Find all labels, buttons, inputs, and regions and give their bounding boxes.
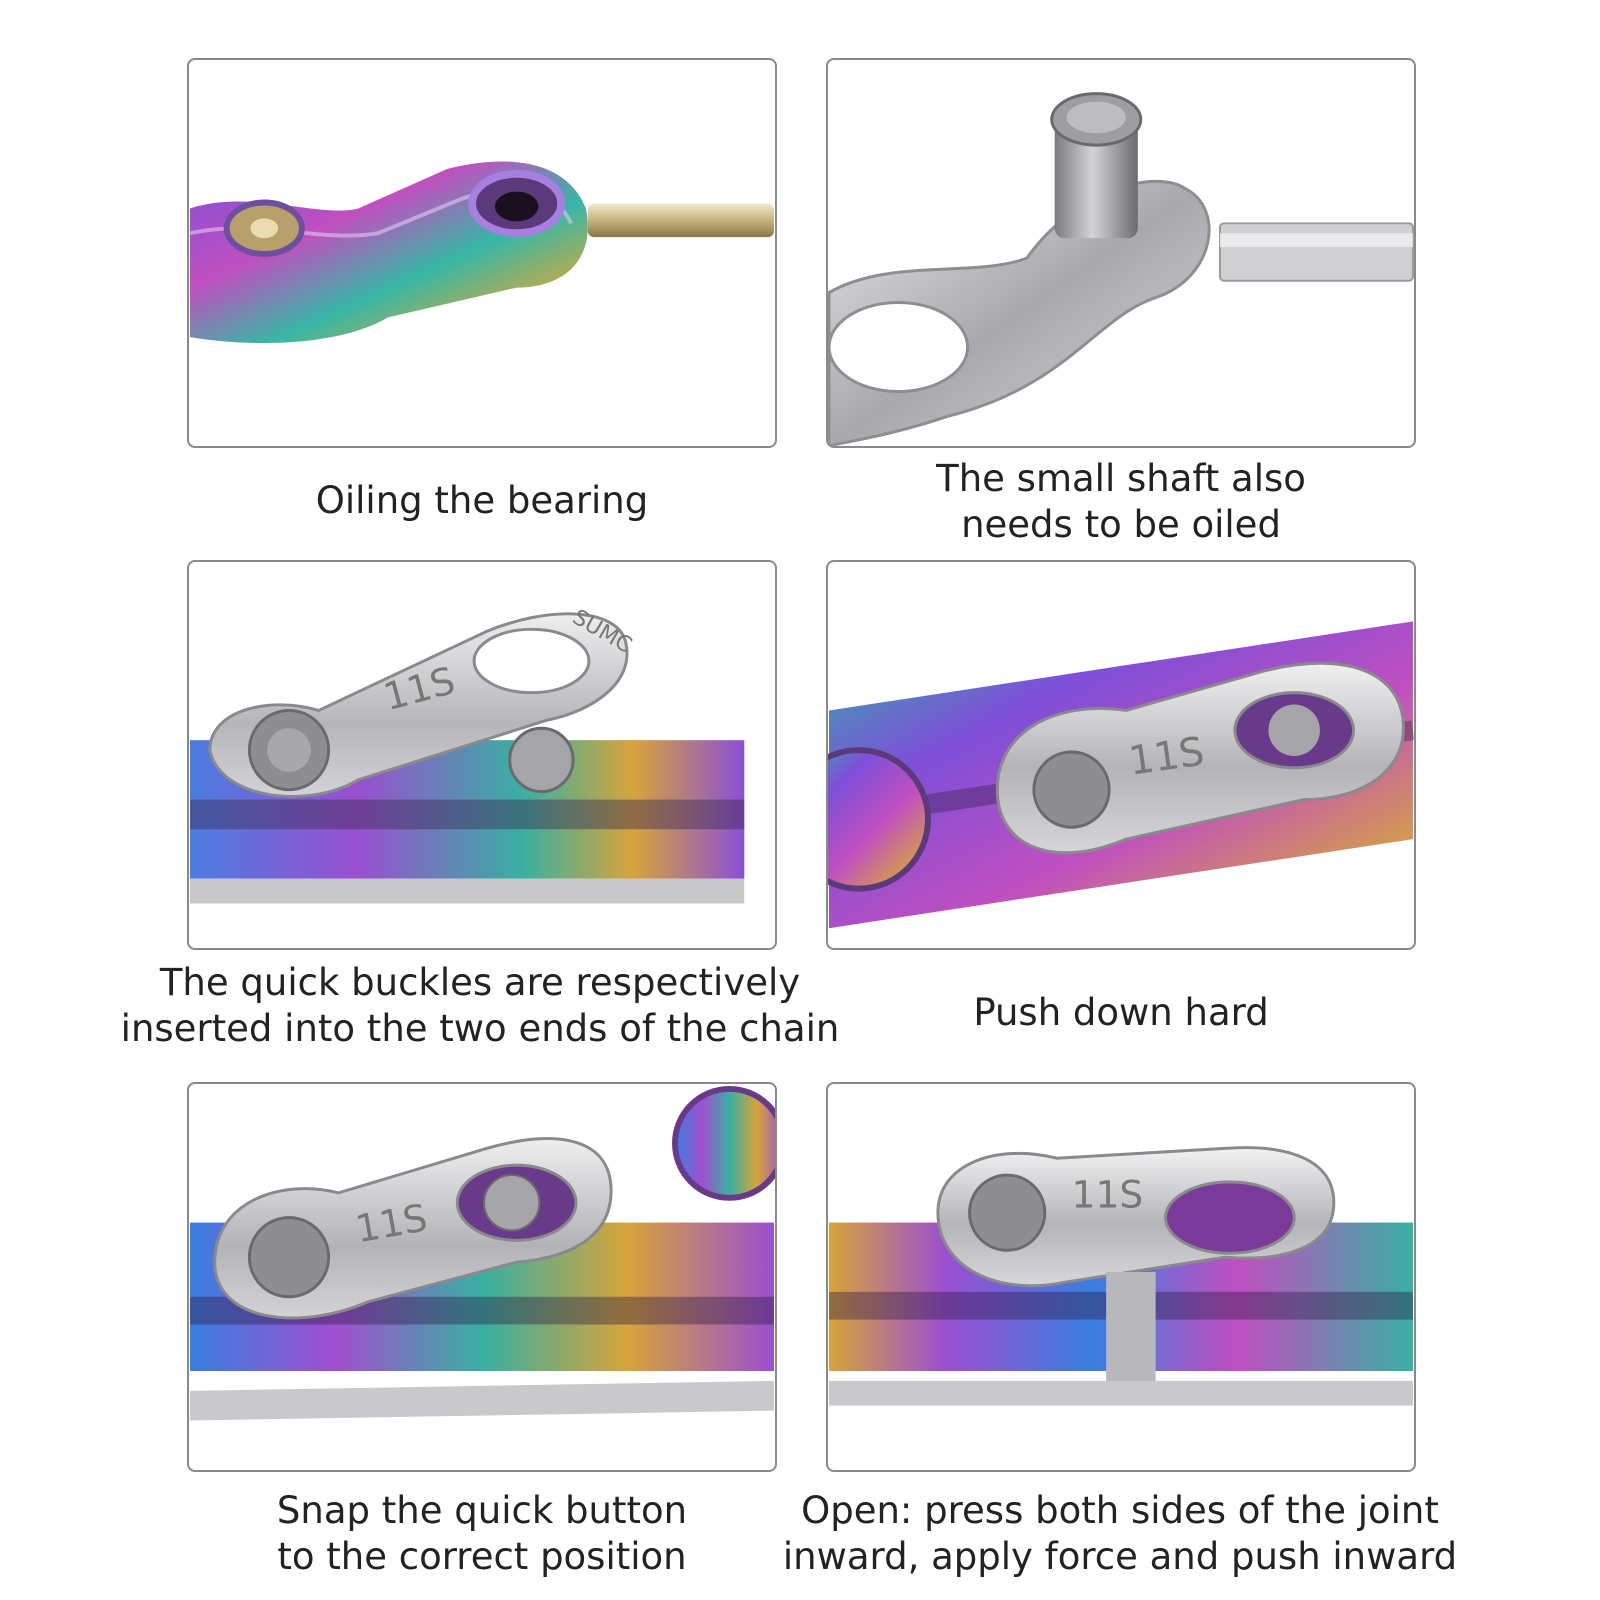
quick-link-open-joint-illustration: 11S: [829, 1146, 1413, 1406]
step-image-push-down: 11S: [826, 560, 1416, 950]
step-image-oiling-bearing: [187, 58, 777, 448]
chain-plate-shaft-illustration: [828, 92, 1414, 446]
step-image-small-shaft: [826, 58, 1416, 448]
caption-snap-position: Snap the quick button to the correct pos…: [276, 1489, 688, 1578]
plate-speed-marking-open: 11S: [1072, 1173, 1144, 1217]
caption-small-shaft: The small shaft also needs to be oiled: [936, 457, 1306, 546]
step-image-open-joint: 11S: [826, 1082, 1416, 1472]
step-image-quick-buckles-inserted: 11S SUMC: [187, 560, 777, 950]
quick-link-open-illustration: 11S SUMC: [190, 605, 745, 904]
plate-speed-marking-pressed: 11S: [1126, 729, 1207, 785]
chain-link-rainbow-illustration: [189, 161, 774, 344]
caption-quick-buckles: The quick buckles are respectively inser…: [120, 961, 840, 1050]
caption-push-down: Push down hard: [973, 991, 1269, 1034]
quick-link-pressed-illustration: 11S: [828, 621, 1414, 929]
caption-oiling-bearing: Oiling the bearing: [315, 479, 649, 522]
quick-link-closed-illustration: 11S: [190, 1085, 775, 1421]
caption-open-joint: Open: press both sides of the joint inwa…: [782, 1489, 1458, 1578]
step-image-snap-position: 11S: [187, 1082, 777, 1472]
